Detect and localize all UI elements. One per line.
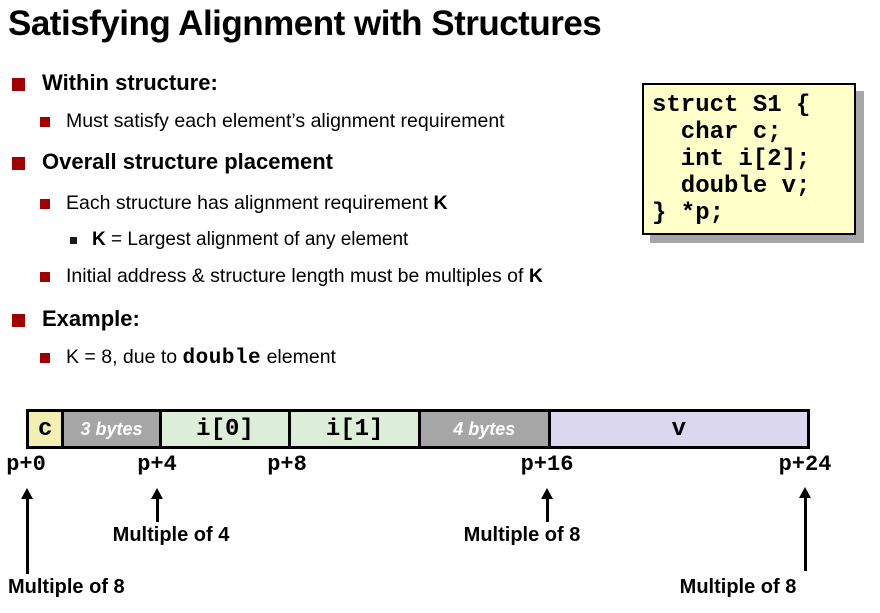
up-arrow-p24-icon <box>798 487 812 571</box>
code-line: int i[2]; <box>652 146 811 173</box>
bar-segment-padding-4bytes: 4 bytes <box>417 412 548 446</box>
inline-code-double: double <box>182 347 262 370</box>
bar-segment-field-c: c <box>29 412 62 446</box>
code-line: double v; <box>652 173 811 200</box>
bullet-square-icon <box>70 237 77 244</box>
segment-label: 4 bytes <box>453 418 516 439</box>
offset-label-p4: p+4 <box>137 452 177 477</box>
bullet-initial-address: Initial address & structure length must … <box>40 265 543 288</box>
segment-label: c <box>38 415 53 443</box>
bullet-text-segment: = Largest alignment of any element <box>105 229 409 250</box>
bullet-text: K = Largest alignment of any element <box>92 229 408 251</box>
bullet-text-segment: element <box>261 346 336 368</box>
bullet-square-icon <box>40 117 50 127</box>
bullet-text-segment: Initial address & structure length must … <box>66 265 529 287</box>
bullet-square-icon <box>12 157 25 170</box>
bullet-square-icon <box>12 314 25 327</box>
annotation-multiple-of-8-p24: Multiple of 8 <box>679 576 797 598</box>
arrow-head-icon <box>541 488 553 499</box>
code-line: struct S1 { <box>652 92 811 119</box>
offset-label-p0: p+0 <box>6 452 46 477</box>
bullet-text: Must satisfy each element’s alignment re… <box>66 110 505 132</box>
bullet-text: Each structure has alignment requirement… <box>66 192 448 215</box>
up-arrow-p4-icon <box>150 488 164 522</box>
arrow-shaft <box>545 499 549 522</box>
bullet-text: K = 8, due to double element <box>66 346 336 370</box>
annotation-multiple-of-8-p0: Multiple of 8 <box>8 576 125 598</box>
bullet-text: Overall structure placement <box>42 149 334 174</box>
bullet-text-segment: K = 8, due to <box>66 346 183 368</box>
arrow-head-icon <box>151 488 163 499</box>
bullet-text: Initial address & structure length must … <box>66 265 543 288</box>
bar-segment-field-v: v <box>547 412 807 446</box>
code-line: } *p; <box>652 200 725 227</box>
bullet-overall-placement: Overall structure placement <box>12 149 333 175</box>
code-line: char c; <box>652 119 782 146</box>
bullet-text-bold-k: K <box>433 192 448 214</box>
arrow-shaft <box>155 499 159 522</box>
bullet-k-largest: K = Largest alignment of any element <box>70 229 408 251</box>
annotation-multiple-of-8-p16: Multiple of 8 <box>463 524 581 546</box>
bullet-text-segment: Each structure has alignment requirement <box>66 192 434 214</box>
up-arrow-p16-icon <box>540 488 554 522</box>
segment-label: v <box>671 415 686 443</box>
bullet-each-structure: Each structure has alignment requirement… <box>40 192 448 215</box>
arrow-head-icon <box>21 488 33 499</box>
arrow-shaft <box>803 498 807 571</box>
offset-label-p16: p+16 <box>520 452 574 477</box>
arrow-shaft <box>25 499 29 574</box>
segment-label: i[0] <box>196 415 254 443</box>
bullet-text-bold-k: K <box>528 265 543 287</box>
segment-label: 3 bytes <box>80 418 143 439</box>
annotation-multiple-of-4-p4: Multiple of 4 <box>112 524 230 546</box>
bullet-text: Example: <box>42 306 140 331</box>
bar-segment-field-i0: i[0] <box>158 412 289 446</box>
bullet-square-icon <box>40 199 50 209</box>
bullet-example: Example: <box>12 306 140 332</box>
bar-segment-field-i1: i[1] <box>288 412 418 446</box>
bullet-k8-double: K = 8, due to double element <box>40 346 336 370</box>
bullet-within-structure: Within structure: <box>12 70 218 96</box>
offset-label-p24: p+24 <box>778 452 832 477</box>
offset-label-p8: p+8 <box>267 452 307 477</box>
segment-label: i[1] <box>325 415 384 443</box>
bar-segment-padding-3bytes: 3 bytes <box>61 412 159 446</box>
bullet-text-bold-k: K <box>92 229 106 250</box>
bullet-square-icon <box>40 353 50 363</box>
bullet-square-icon <box>12 78 25 91</box>
bullet-must-satisfy: Must satisfy each element’s alignment re… <box>40 110 505 133</box>
arrow-head-icon <box>799 487 811 498</box>
up-arrow-p0-icon <box>20 488 34 574</box>
memory-layout-bar: c 3 bytes i[0] i[1] 4 bytes v <box>26 409 810 449</box>
page-title: Satisfying Alignment with Structures <box>8 4 602 43</box>
bullet-square-icon <box>40 272 50 282</box>
struct-code-box: struct S1 { char c; int i[2]; double v; … <box>642 83 856 235</box>
bullet-text: Within structure: <box>42 70 218 95</box>
